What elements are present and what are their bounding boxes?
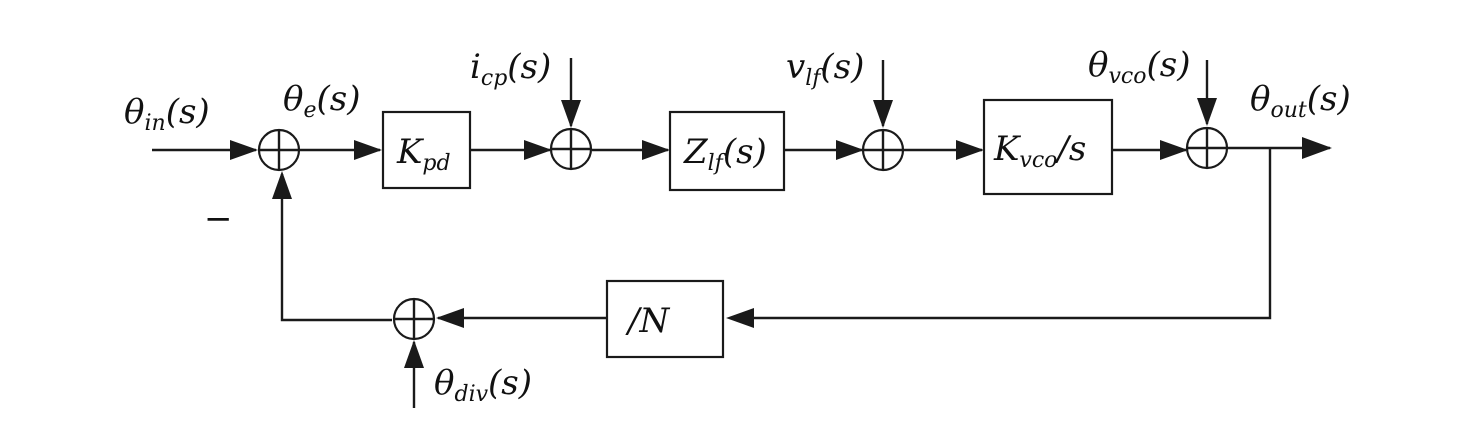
sum5-to-sum1-arrow <box>272 171 292 199</box>
theta-e-label: θe(s) <box>283 79 361 123</box>
sum1-to-kpd-arrow <box>354 140 382 160</box>
summing-junction-4 <box>1185 126 1229 170</box>
input-arrow <box>230 140 258 160</box>
feedback-tap-wire <box>730 148 1272 320</box>
divider-label: /N <box>625 301 670 341</box>
output-arrow <box>1302 137 1332 159</box>
zlf-label: Zlf(s) <box>683 132 767 176</box>
kvco-label: Kvco/s <box>993 129 1086 173</box>
i-cp-label: icp(s) <box>470 47 551 91</box>
theta-div-arrow <box>404 340 424 368</box>
kpd-label: Kpd <box>396 132 451 176</box>
vlf-arrow <box>873 100 893 128</box>
vco-noise-arrow <box>1197 98 1217 126</box>
summing-junction-1 <box>257 128 301 172</box>
feedback-to-divider-arrow <box>726 308 754 328</box>
zlf-to-sum3-arrow <box>836 140 864 160</box>
kpd-to-sum2-arrow <box>524 140 552 160</box>
sum3-to-kvco-arrow <box>956 140 984 160</box>
feedback-minus-sign: − <box>204 199 233 239</box>
divider-to-sum5-arrow <box>436 308 464 328</box>
divider-block <box>605 279 725 359</box>
zlf-block <box>668 110 786 192</box>
sum2-to-zlf-arrow <box>642 140 670 160</box>
theta-in-label: θin(s) <box>124 92 210 136</box>
summing-junction-3 <box>861 128 905 172</box>
kvco-block <box>982 98 1114 196</box>
summing-junction-5 <box>392 297 436 341</box>
summing-junction-2 <box>549 127 593 171</box>
theta-div-label: θdiv(s) <box>434 363 532 407</box>
kvco-to-sum4-arrow <box>1160 140 1188 160</box>
theta-vco-label: θvco(s) <box>1088 45 1190 89</box>
kpd-block <box>381 110 472 190</box>
theta-out-label: θout(s) <box>1250 79 1351 123</box>
sum5-to-sum1-wire <box>280 174 392 322</box>
icp-arrow <box>561 100 581 128</box>
v-lf-label: vlf(s) <box>786 47 864 91</box>
